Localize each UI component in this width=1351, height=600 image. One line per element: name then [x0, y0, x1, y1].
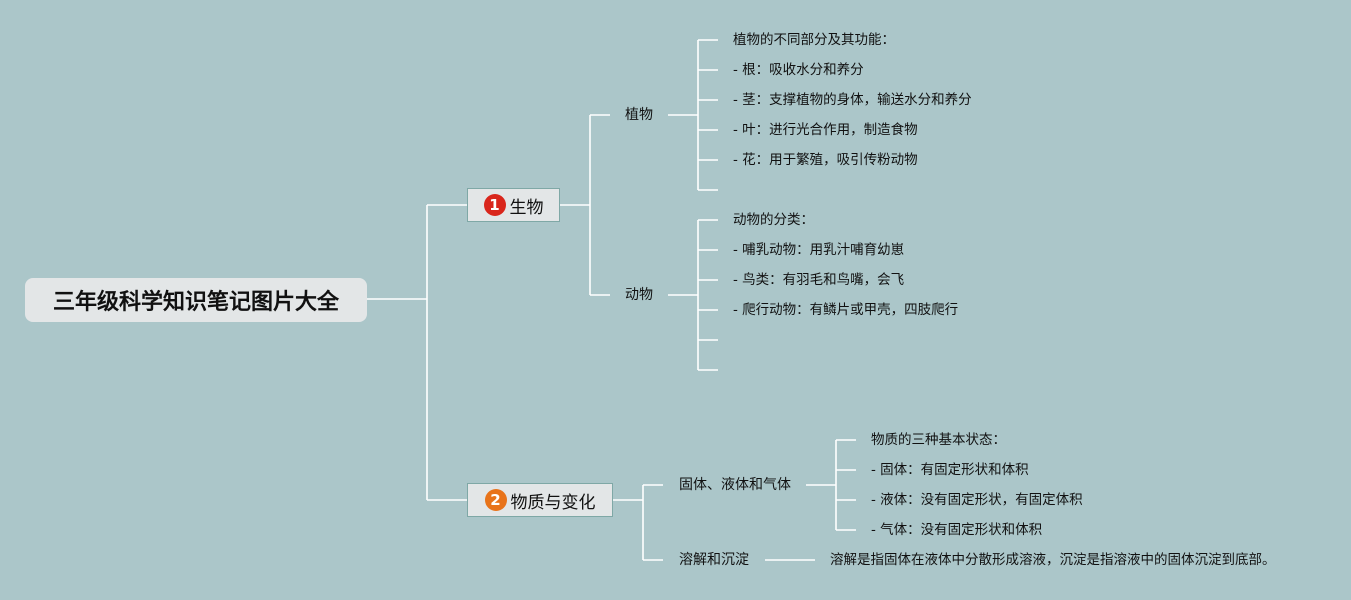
leaf-item[interactable]: 物质的三种基本状态：	[871, 432, 1006, 448]
root-node[interactable]: 三年级科学知识笔记图片大全	[25, 278, 367, 322]
leaf-item[interactable]: 植物的不同部分及其功能：	[733, 32, 895, 48]
sub-node-plants[interactable]: 植物	[625, 107, 653, 123]
root-title: 三年级科学知识笔记图片大全	[52, 290, 339, 315]
branch-node-biology[interactable]: 1 生物	[467, 188, 560, 222]
leaf-item[interactable]: - 固体：有固定形状和体积	[871, 462, 1029, 478]
branch-node-matter[interactable]: 2 物质与变化	[467, 483, 613, 517]
branch-label: 物质与变化	[510, 492, 596, 513]
leaf-item[interactable]: - 花：用于繁殖，吸引传粉动物	[733, 152, 918, 168]
leaf-item[interactable]: - 叶：进行光合作用，制造食物	[733, 122, 918, 138]
leaf-item[interactable]: - 气体：没有固定形状和体积	[871, 522, 1043, 538]
branch-label: 生物	[509, 197, 544, 218]
sub-node-dissolve[interactable]: 溶解和沉淀	[679, 552, 749, 568]
leaf-item[interactable]: - 茎：支撑植物的身体，输送水分和养分	[733, 92, 972, 108]
leaf-item[interactable]: - 液体：没有固定形状，有固定体积	[871, 492, 1083, 508]
leaf-item[interactable]: - 哺乳动物：用乳汁哺育幼崽	[733, 242, 905, 258]
leaf-item[interactable]: - 根：吸收水分和养分	[733, 62, 864, 78]
leaf-item[interactable]: - 鸟类：有羽毛和鸟嘴，会飞	[733, 272, 905, 288]
sub-node-animals[interactable]: 动物	[625, 287, 653, 303]
number-badge: 2	[484, 489, 507, 511]
leaf-item[interactable]: 溶解是指固体在液体中分散形成溶液，沉淀是指溶液中的固体沉淀到底部。	[830, 552, 1276, 568]
leaf-item[interactable]: 动物的分类：	[733, 212, 814, 228]
leaf-item[interactable]: - 爬行动物：有鳞片或甲壳，四肢爬行	[733, 302, 959, 318]
sub-node-states[interactable]: 固体、液体和气体	[679, 477, 791, 493]
number-badge: 1	[483, 194, 506, 216]
